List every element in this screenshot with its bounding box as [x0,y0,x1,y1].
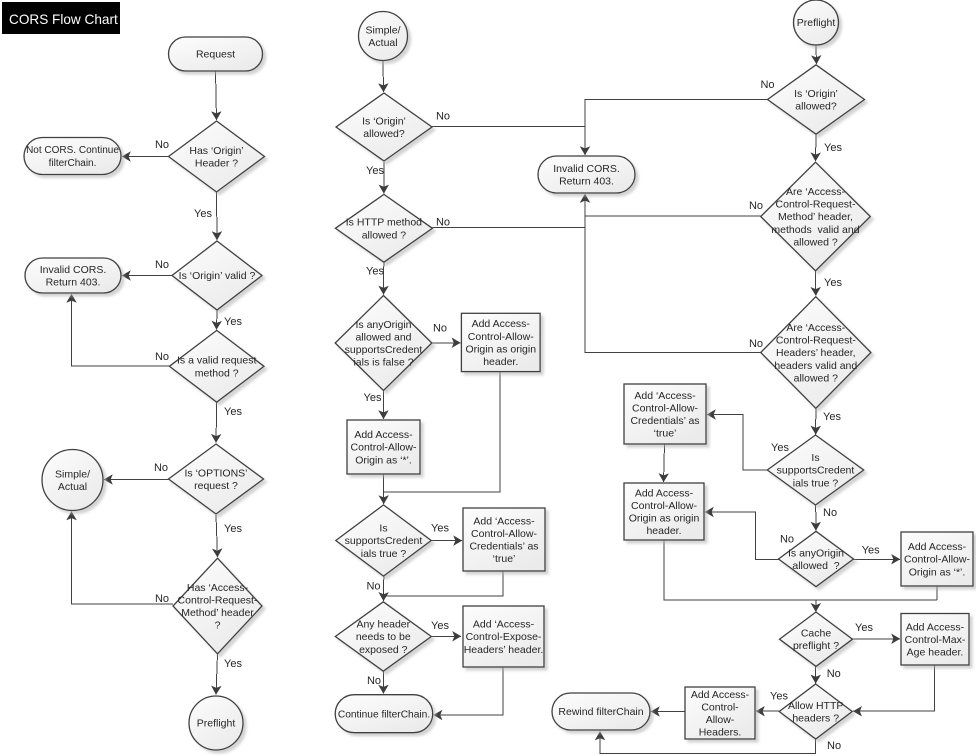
svg-text:No: No [436,217,450,229]
svg-text:Add ‘Access-Control-Allow-Cred: Add ‘Access-Control-Allow-Credentials’ a… [469,515,538,565]
svg-text:Yes: Yes [862,545,880,557]
svg-text:Add ‘Access-Control-Expose-Hea: Add ‘Access-Control-Expose-Headers’ head… [464,619,544,656]
svg-text:Yes: Yes [364,392,382,404]
svg-text:Yes: Yes [855,622,873,634]
svg-text:No: No [823,507,837,519]
svg-text:Yes: Yes [224,406,242,418]
svg-text:No: No [155,139,169,151]
svg-text:No: No [827,668,841,680]
svg-text:Are ‘Access-Control-Request-He: Are ‘Access-Control-Request-Headers’ hea… [774,322,857,384]
svg-text:No: No [749,338,763,350]
svg-text:No: No [155,259,169,271]
svg-text:No: No [366,580,380,592]
svg-text:Yes: Yes [771,442,789,454]
svg-text:Is ‘Origin’ valid ?: Is ‘Origin’ valid ? [179,270,256,282]
svg-text:CORS Flow Chart: CORS Flow Chart [9,12,118,27]
svg-text:Invalid CORS.Return 403.: Invalid CORS.Return 403. [40,264,107,289]
svg-text:No: No [154,462,168,474]
svg-text:Yes: Yes [824,277,842,289]
svg-text:Yes: Yes [770,691,788,703]
svg-text:Is ‘Origin’allowed?: Is ‘Origin’allowed? [794,88,838,113]
svg-text:No: No [760,79,774,91]
svg-text:Yes: Yes [224,523,242,535]
svg-text:No: No [749,200,763,212]
svg-text:Yes: Yes [824,142,842,154]
svg-text:Add Access-Control-Allow-Heade: Add Access-Control-Allow-Headers. [691,689,750,739]
svg-text:Yes: Yes [366,266,384,278]
svg-text:Simple/Actual: Simple/Actual [55,468,90,493]
svg-text:Is ‘OPTIONS’request ?: Is ‘OPTIONS’request ? [184,467,247,492]
svg-text:Preflight: Preflight [197,718,236,730]
svg-text:No: No [780,534,794,546]
svg-text:Add Access-Control-Allow-Origi: Add Access-Control-Allow-Origin as origi… [629,487,700,537]
svg-text:No: No [433,323,447,335]
svg-text:Add ‘Access-Control-Allow-Cred: Add ‘Access-Control-Allow-Credentials’ a… [630,390,699,440]
svg-text:Request: Request [196,49,235,61]
svg-text:Preflight: Preflight [797,17,836,29]
svg-text:Add Access-Control-Allow-Origi: Add Access-Control-Allow-Origin as ‘*’. [351,429,417,466]
svg-text:Add Access-Control-Allow-Origi: Add Access-Control-Allow-Origin as ‘*’. [904,541,970,578]
svg-text:Invalid CORS.Return 403.: Invalid CORS.Return 403. [553,163,620,188]
svg-text:Yes: Yes [224,316,242,328]
svg-text:No: No [367,675,381,687]
svg-text:Add Access-Control-Max-Age hea: Add Access-Control-Max-Age header. [905,621,966,658]
svg-text:No: No [827,740,841,752]
svg-text:Yes: Yes [431,523,449,535]
svg-text:Are ‘Access-Control-Request-Me: Are ‘Access-Control-Request-Method’ head… [771,186,859,248]
svg-text:Has ‘Access-Control-Request-Me: Has ‘Access-Control-Request-Method’ head… [178,582,258,632]
svg-text:Yes: Yes [224,658,242,670]
svg-text:Simple/Actual: Simple/Actual [365,24,400,49]
svg-text:Is ‘Origin’allowed?: Is ‘Origin’allowed? [362,115,406,140]
svg-text:Rewind filterChain: Rewind filterChain [558,706,643,718]
svg-text:Has ‘Origin’Header ?: Has ‘Origin’Header ? [189,145,243,170]
svg-text:Yes: Yes [366,165,384,177]
svg-text:Yes: Yes [431,620,449,632]
svg-text:No: No [436,111,450,123]
svg-text:No: No [155,593,169,605]
svg-text:No: No [155,351,169,363]
svg-text:Yes: Yes [194,208,212,220]
svg-text:Yes: Yes [823,411,841,423]
svg-text:Add Access-Control-Allow-Origi: Add Access-Control-Allow-Origin as origi… [465,318,536,368]
svg-text:Continue filterChain.: Continue filterChain. [338,709,430,720]
